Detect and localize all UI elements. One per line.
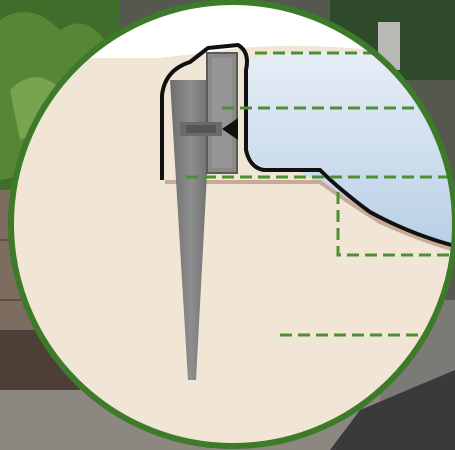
- pond-edge-diagram: [0, 0, 455, 450]
- diagram-stage: [0, 0, 455, 450]
